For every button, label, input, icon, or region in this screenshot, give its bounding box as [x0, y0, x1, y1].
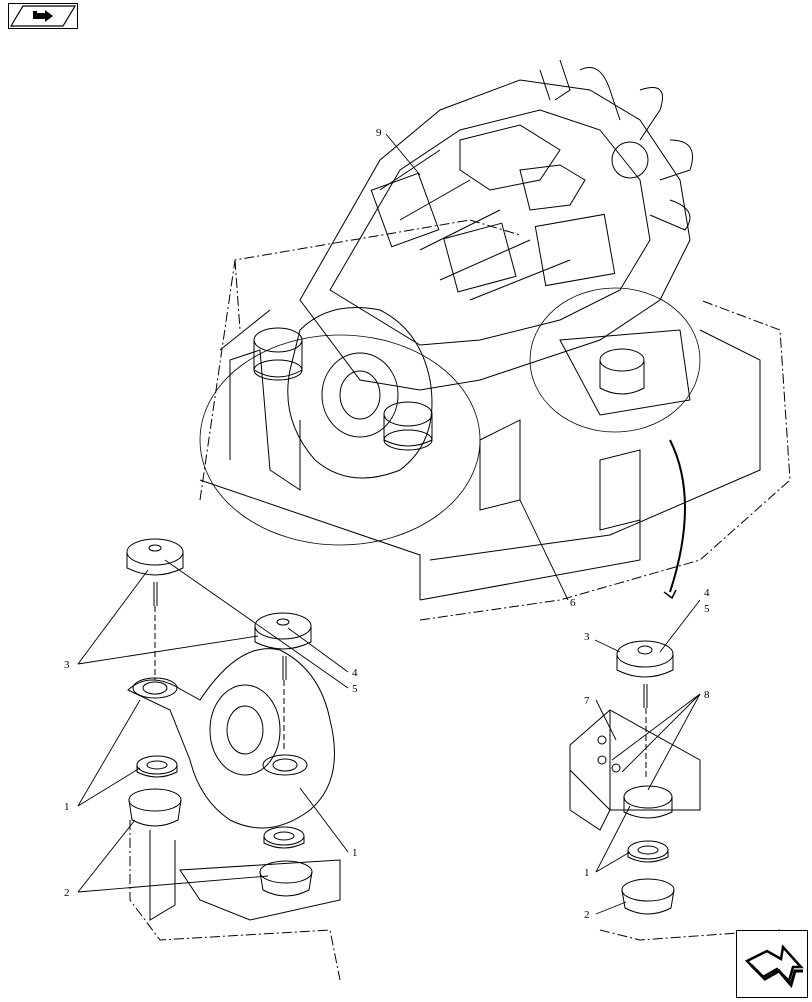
callout-labels: 3 4 5 1 1 2 9 6 3 4 5 7 8 1 2 — [64, 127, 710, 921]
left-mount-detail — [126, 538, 341, 981]
callout-6: 6 — [570, 597, 576, 609]
nav-back-button[interactable] — [8, 3, 78, 29]
callout-7: 7 — [584, 695, 590, 707]
leader-lines — [77, 133, 701, 915]
callout-3-right: 3 — [584, 631, 590, 643]
callout-1-left-a: 1 — [64, 801, 70, 813]
callout-1-right: 1 — [584, 867, 590, 879]
callout-2-right: 2 — [584, 909, 590, 921]
callout-2-left: 2 — [64, 887, 70, 899]
callout-3-left: 3 — [64, 659, 70, 671]
arrow-icon — [9, 5, 77, 27]
right-mount-detail — [569, 640, 781, 941]
callout-5-right: 5 — [704, 603, 710, 615]
callout-1-left-b: 1 — [352, 847, 358, 859]
arrow-icon — [744, 944, 804, 989]
callout-5-left: 5 — [352, 683, 358, 695]
nav-next-button[interactable] — [736, 930, 808, 998]
engine-assembly — [199, 59, 791, 621]
callout-8: 8 — [704, 689, 710, 701]
callout-9: 9 — [376, 127, 382, 139]
callout-4-right: 4 — [704, 587, 710, 599]
callout-4-left: 4 — [352, 667, 358, 679]
